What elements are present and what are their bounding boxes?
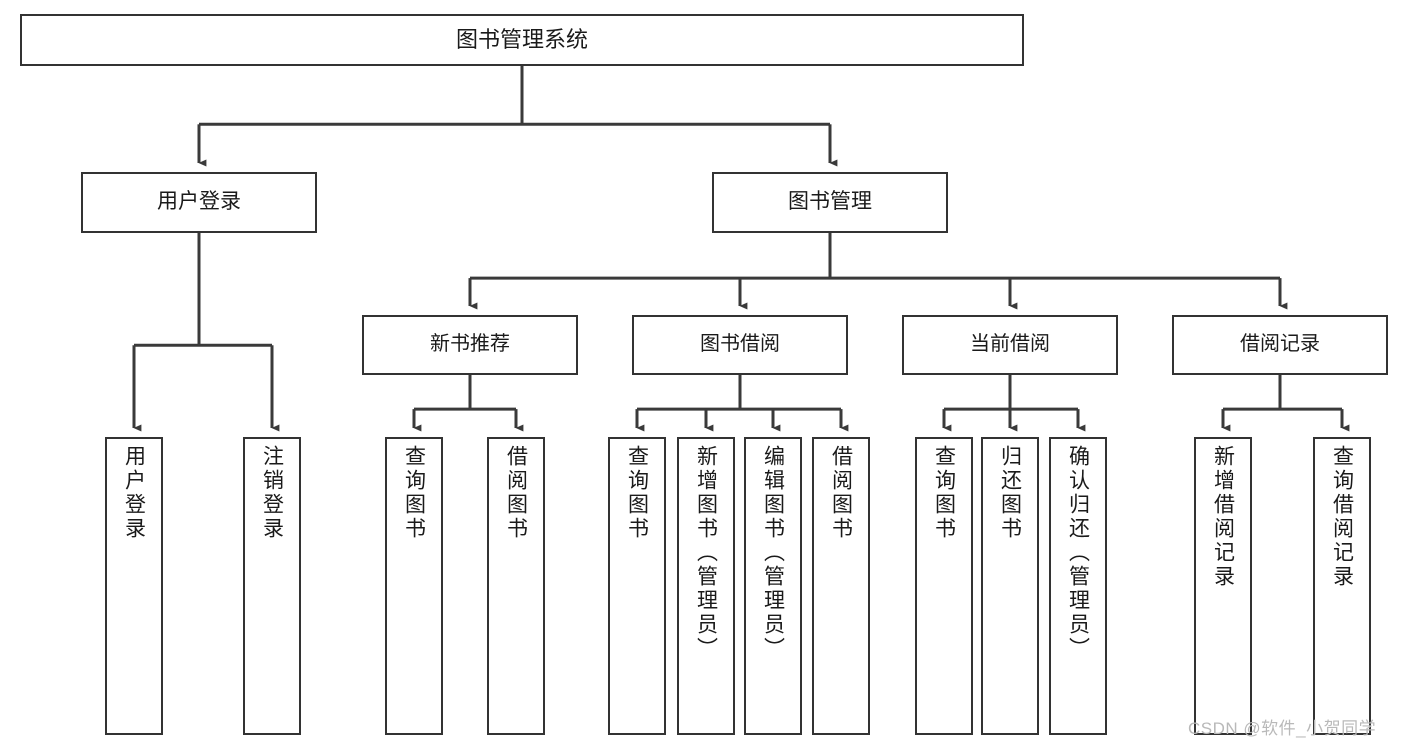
- node-label: 图书管理系统: [455, 27, 588, 53]
- leaf-node-leaf-query-book-3[interactable]: 查询图书: [915, 437, 973, 735]
- node-label: 借阅图书: [829, 445, 853, 541]
- watermark-label: CSDN @软件_小贺同学: [1188, 719, 1377, 738]
- leaf-node-leaf-confirm-return[interactable]: 确认归还（管理员）: [1049, 437, 1107, 735]
- node-label: 查询图书: [932, 445, 956, 541]
- node-label: 借阅图书: [504, 445, 528, 541]
- node-current-borrow[interactable]: 当前借阅: [902, 315, 1118, 375]
- node-label: 借阅记录: [1240, 333, 1320, 356]
- node-label: 查询图书: [402, 445, 426, 541]
- node-label: 查询图书: [625, 445, 649, 541]
- node-label: 确认归还（管理员）: [1066, 445, 1090, 661]
- leaf-node-leaf-query-book-1[interactable]: 查询图书: [385, 437, 443, 735]
- node-new-book-recommend[interactable]: 新书推荐: [362, 315, 578, 375]
- node-label: 查询借阅记录: [1330, 445, 1354, 589]
- node-book-manage[interactable]: 图书管理: [712, 172, 948, 233]
- node-user-login[interactable]: 用户登录: [81, 172, 317, 233]
- leaf-node-leaf-borrow-book-2[interactable]: 借阅图书: [812, 437, 870, 735]
- leaf-node-leaf-borrow-book-1[interactable]: 借阅图书: [487, 437, 545, 735]
- leaf-node-leaf-user-login[interactable]: 用户登录: [105, 437, 163, 735]
- node-label: 用户登录: [122, 445, 146, 541]
- leaf-node-leaf-logout[interactable]: 注销登录: [243, 437, 301, 735]
- node-root[interactable]: 图书管理系统: [20, 14, 1024, 66]
- node-label: 图书管理: [788, 190, 872, 214]
- node-label: 新增图书（管理员）: [694, 445, 718, 661]
- node-label: 注销登录: [260, 445, 284, 541]
- node-label: 归还图书: [998, 445, 1022, 541]
- node-label: 新增借阅记录: [1211, 445, 1235, 589]
- node-book-borrow[interactable]: 图书借阅: [632, 315, 848, 375]
- leaf-node-leaf-query-book-2[interactable]: 查询图书: [608, 437, 666, 735]
- node-label: 编辑图书（管理员）: [761, 445, 785, 661]
- node-label: 用户登录: [157, 190, 241, 214]
- leaf-node-leaf-return-book[interactable]: 归还图书: [981, 437, 1039, 735]
- node-label: 新书推荐: [430, 333, 510, 356]
- leaf-node-leaf-edit-book[interactable]: 编辑图书（管理员）: [744, 437, 802, 735]
- leaf-node-leaf-query-record[interactable]: 查询借阅记录: [1313, 437, 1371, 735]
- node-label: 图书借阅: [700, 333, 780, 356]
- node-borrow-record[interactable]: 借阅记录: [1172, 315, 1388, 375]
- leaf-node-leaf-add-record[interactable]: 新增借阅记录: [1194, 437, 1252, 735]
- node-label: 当前借阅: [970, 333, 1050, 356]
- leaf-node-leaf-add-book[interactable]: 新增图书（管理员）: [677, 437, 735, 735]
